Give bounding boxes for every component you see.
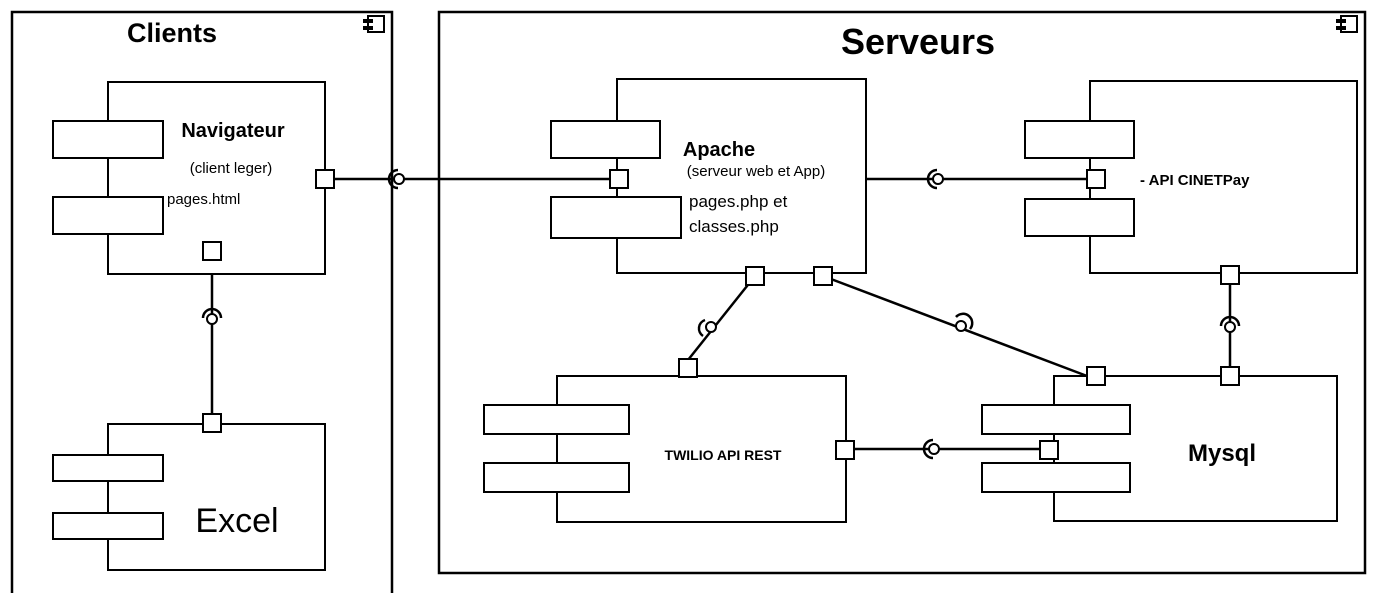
navigator-name: Navigateur: [181, 120, 285, 142]
excel-port-tab-top: [52, 454, 164, 482]
excel-component: Excel: [52, 423, 326, 571]
navigator-component: Navigateur (client leger) pages.html: [52, 81, 326, 275]
clients-component-icon: [363, 15, 385, 33]
twilio-port-tab-top: [483, 404, 630, 435]
mysql-port-top-right: [1220, 366, 1240, 386]
apache-port-tab-bottom: [550, 196, 682, 239]
excel-port-tab-bottom: [52, 512, 164, 540]
apache-subtitle: (serveur web et App): [687, 163, 825, 180]
navigator-port-tab-bottom: [52, 196, 164, 235]
twilio-port-right: [835, 440, 855, 460]
twilio-port-top: [678, 358, 698, 378]
mysql-component: Mysql: [981, 375, 1338, 522]
mysql-name: Mysql: [1188, 440, 1256, 467]
apache-detail-line2: classes.php: [689, 217, 779, 236]
apache-port-bottom-2: [813, 266, 833, 286]
apache-mysql-interface-icon: [955, 312, 974, 332]
apache-twilio-link: [687, 275, 756, 361]
mysql-port-top-left: [1086, 366, 1106, 386]
apache-detail-line1: pages.php et: [689, 192, 788, 211]
cinetpay-mysql-interface-icon: [1219, 315, 1241, 333]
cinetpay-port-tab-bottom: [1024, 198, 1135, 237]
twilio-mysql-interface-icon: [922, 438, 940, 460]
twilio-component: TWILIO API REST: [483, 375, 847, 523]
excel-port-top: [202, 413, 222, 433]
ports: [202, 169, 1240, 460]
apache-port-bottom-1: [745, 266, 765, 286]
interfaces: [201, 168, 1241, 460]
servers-frame: Serveurs: [437, 10, 1367, 575]
excel-name: Excel: [195, 502, 278, 540]
api-cinetpay-name: - API CINETPay: [1140, 172, 1250, 189]
servers-component-icon: [1336, 15, 1358, 33]
navigator-detail: pages.html: [167, 191, 240, 208]
navigator-subtitle: (client leger): [190, 160, 273, 177]
navigator-port-bottom: [202, 241, 222, 261]
apache-port-left: [609, 169, 629, 189]
apache-cinetpay-interface-icon: [926, 168, 944, 190]
apache-component: Apache (serveur web et App) pages.php et…: [550, 78, 867, 274]
api-cinetpay-component: - API CINETPay: [1024, 80, 1358, 274]
cinetpay-port-left: [1086, 169, 1106, 189]
apache-name: Apache: [683, 139, 755, 161]
twilio-name: TWILIO API REST: [665, 447, 782, 463]
clients-frame: Clients: [10, 10, 394, 593]
mysql-port-tab-bottom: [981, 462, 1131, 493]
navigator-port-right: [315, 169, 335, 189]
cinetpay-port-bottom: [1220, 265, 1240, 285]
servers-title: Serveurs: [841, 21, 995, 62]
mysql-port-left: [1039, 440, 1059, 460]
clients-title: Clients: [127, 18, 217, 48]
apache-twilio-interface-icon: [697, 318, 717, 338]
navigator-apache-interface-icon: [387, 168, 405, 190]
twilio-port-tab-bottom: [483, 462, 630, 493]
navigator-port-tab-top: [52, 120, 164, 159]
mysql-port-tab-top: [981, 404, 1131, 435]
navigator-excel-interface-icon: [201, 307, 223, 325]
cinetpay-port-tab-top: [1024, 120, 1135, 159]
apache-port-tab-top: [550, 120, 661, 159]
